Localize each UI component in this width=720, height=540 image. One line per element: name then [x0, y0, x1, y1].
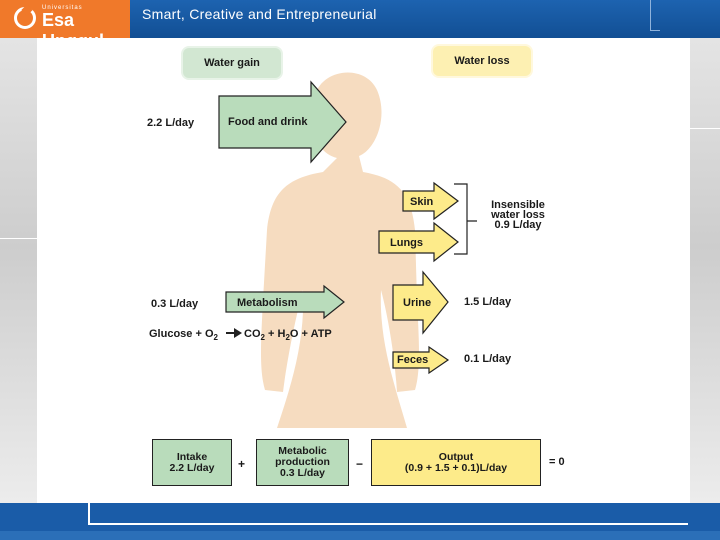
metabolic-title-1: Metabolic	[278, 445, 327, 457]
footer-bar	[0, 501, 720, 540]
feces-arrow	[392, 345, 450, 375]
header-bar: Universitas Esa Unggul Smart, Creative a…	[0, 0, 720, 51]
reaction-arrowhead	[234, 328, 242, 338]
reaction-h2-sub: 2	[285, 333, 290, 343]
lungs-label: Lungs	[390, 237, 423, 249]
output-box: Output (0.9 + 1.5 + 0.1)L/day	[371, 439, 541, 486]
insensible-line-2: water loss	[491, 209, 545, 221]
food-drink-label: Food and drink	[228, 116, 308, 128]
output-value: (0.9 + 1.5 + 0.1)L/day	[404, 461, 508, 474]
reaction-co2-sub: 2	[260, 333, 265, 343]
insensible-bracket	[454, 183, 477, 255]
diagram-graphics	[218, 72, 477, 429]
plus-operator: +	[238, 457, 246, 471]
urine-arrow	[392, 270, 449, 335]
metabolic-production-box: Metabolic production 0.3 L/day	[256, 439, 349, 486]
metabolic-title-2: production	[275, 456, 330, 468]
skin-label: Skin	[410, 196, 434, 208]
equation-result: = 0	[549, 456, 565, 468]
intake-value: 2.2 L/day	[169, 461, 215, 474]
feces-label: Feces	[397, 354, 429, 366]
urine-label: Urine	[403, 297, 432, 309]
food-rate-label: 2.2 L/day	[147, 117, 195, 129]
reaction-equation: Glucose + O2	[149, 328, 218, 342]
reaction-co: CO	[244, 328, 261, 340]
reaction-glucose: Glucose + O	[149, 328, 214, 340]
metabolism-arrow	[225, 284, 345, 320]
footer-strip	[0, 531, 720, 540]
university-logo[interactable]: Universitas Esa Unggul	[0, 0, 130, 51]
food-drink-arrow	[218, 80, 347, 164]
metabolism-label: Metabolism	[237, 297, 298, 309]
minus-operator: −	[356, 457, 364, 471]
feces-rate-label: 0.1 L/day	[464, 353, 512, 365]
left-background-panel	[0, 38, 37, 503]
intake-box: Intake 2.2 L/day	[152, 439, 232, 486]
tagline: Smart, Creative and Entrepreneurial	[142, 6, 377, 22]
water-loss-label: Water loss	[433, 46, 531, 76]
reaction-o-atp: O + ATP	[289, 328, 332, 340]
logo-icon	[14, 7, 36, 29]
urine-rate-label: 1.5 L/day	[464, 296, 512, 308]
skin-arrow	[402, 181, 459, 221]
header-decoration	[650, 0, 660, 31]
body-silhouette	[261, 72, 419, 429]
lungs-arrow	[378, 221, 459, 263]
reaction-o2-sub: 2	[213, 333, 218, 343]
intake-title: Intake	[176, 450, 208, 463]
metabolic-value: 0.3 L/day	[280, 467, 325, 479]
insensible-line-1: Insensible	[491, 199, 545, 211]
insensible-line-3: 0.9 L/day	[494, 219, 542, 231]
output-title: Output	[438, 450, 474, 463]
reaction-h: + H	[264, 328, 286, 340]
right-background-panel	[690, 38, 720, 503]
footer-decoration	[88, 501, 688, 525]
water-balance-diagram: Water gain Water loss 2.2 L/day Food and…	[37, 40, 690, 503]
water-gain-label: Water gain	[183, 48, 281, 78]
metabolism-rate-label: 0.3 L/day	[151, 298, 199, 310]
reaction-products: CO2 + H2O + ATP	[244, 328, 332, 342]
logo-subtitle: Universitas	[42, 5, 83, 11]
insensible-loss-text: Insensible water loss 0.9 L/day	[483, 199, 553, 231]
